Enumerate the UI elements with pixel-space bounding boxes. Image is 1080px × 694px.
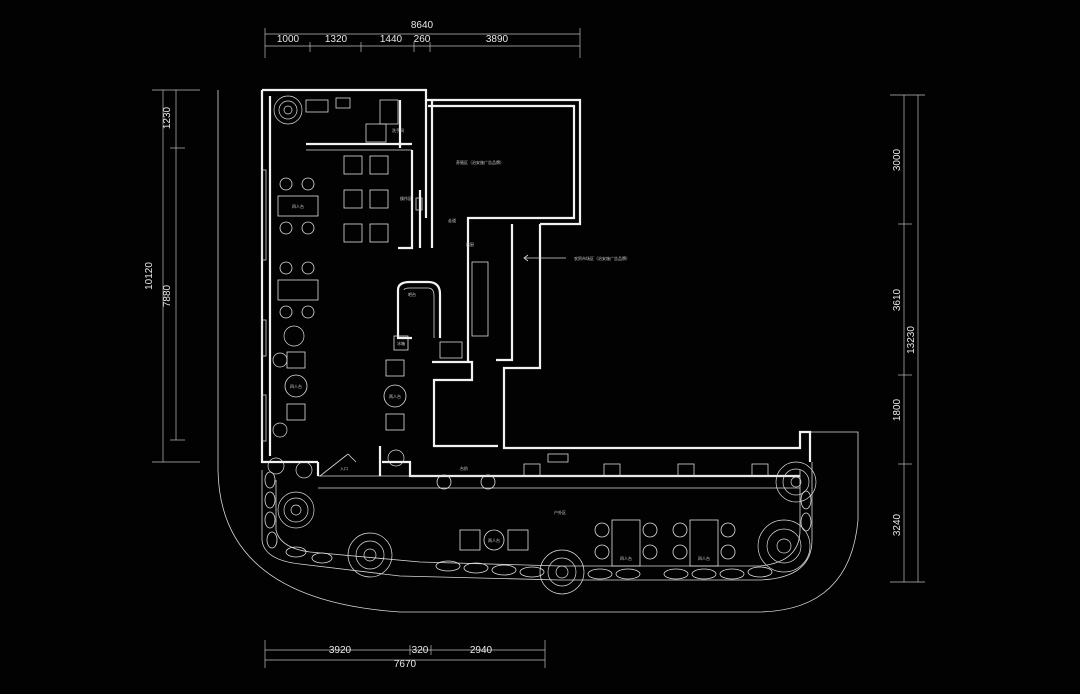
label-fridge: 冰箱 <box>397 340 405 346</box>
dim-top-seg-2: 1320 <box>325 34 348 45</box>
label-plaza: 户外区 <box>554 509 566 515</box>
dim-right-seg-2: 3610 <box>892 288 903 311</box>
label-bar: 吧台 <box>408 291 416 297</box>
label-neighbor-b: 农贸市场区（治安施广告品牌） <box>574 255 630 261</box>
tree-planter-1 <box>277 491 315 529</box>
four-seat-table-1: 四人台 <box>277 177 319 235</box>
top-dimension-chain: 8640 1000 1320 1440 260 3890 <box>264 20 581 58</box>
bar-side-seating: 冰箱 两人台 <box>383 335 409 431</box>
two-seat-table-left: 四人台 <box>284 351 308 421</box>
label-outdoor-four-2: 四人台 <box>698 555 710 561</box>
dim-top-seg-1: 1000 <box>277 34 300 45</box>
dim-right-seg-3: 1800 <box>892 398 903 421</box>
outdoor-two-seat: 两人台 <box>459 529 529 551</box>
right-dimension-chain: 3000 3610 1800 3240 13230 <box>890 94 925 583</box>
dim-right-seg-4: 3240 <box>892 513 903 536</box>
label-four-seat-1: 四人台 <box>292 203 304 209</box>
facade-columns <box>523 453 769 477</box>
dim-bottom-seg-2: 320 <box>412 645 429 656</box>
tree-planter-5 <box>775 461 817 503</box>
label-back-kitchen: 后厨 <box>466 241 474 247</box>
label-steps: 台阶 <box>460 465 468 471</box>
label-four-seat-2: 四人台 <box>290 383 302 389</box>
dim-bottom-seg-1: 3920 <box>329 645 352 656</box>
dim-right-seg-1: 3000 <box>892 148 903 171</box>
left-windows <box>261 169 267 442</box>
tree-top-left <box>273 95 303 125</box>
dim-top-seg-4: 260 <box>414 34 431 45</box>
tree-planter-4 <box>757 519 811 573</box>
dim-left-upper: 1230 <box>162 106 173 129</box>
label-neighbor-a: 养殖区（治安施广告品牌） <box>456 159 504 165</box>
label-outdoor-two-seat: 两人台 <box>488 537 500 543</box>
label-corridor: 走道 <box>448 217 456 223</box>
four-seat-table-2 <box>277 261 319 319</box>
dim-bottom-seg-3: 2940 <box>470 645 493 656</box>
center-chairs <box>343 155 389 243</box>
planter-bed <box>261 462 813 581</box>
building-walls <box>260 88 812 489</box>
dim-right-total: 13230 <box>906 326 917 354</box>
trees <box>267 95 817 595</box>
outdoor-four-seat-2: 四人台 <box>672 519 736 567</box>
service-rooms <box>305 97 423 211</box>
bottom-dimension-chain: 3920 320 2940 7670 <box>264 640 546 670</box>
site-boundary <box>217 90 859 613</box>
label-kitchen-hood: 操作区 <box>400 195 412 201</box>
label-wash: 洗手间 <box>392 127 404 133</box>
tree-planter-3 <box>539 549 585 595</box>
outdoor-four-seat-1: 四人台 <box>594 519 658 567</box>
tree-planter-2 <box>347 532 393 578</box>
dim-top-total: 8640 <box>411 20 434 31</box>
planter-shrub-left <box>267 325 405 479</box>
bollards <box>436 474 496 490</box>
left-seating: 四人台 四人台 <box>277 177 319 421</box>
label-two-seat-bar: 两人台 <box>389 393 401 399</box>
left-dimension-chain: 10120 1230 7880 <box>144 89 200 463</box>
dim-left-lower: 7880 <box>162 284 173 307</box>
label-outdoor-four-1: 四人台 <box>620 555 632 561</box>
leader-arrowhead <box>523 254 529 262</box>
dim-top-seg-3: 1440 <box>380 34 403 45</box>
dim-left-outer: 10120 <box>144 262 155 290</box>
label-entrance: 入口 <box>340 466 348 471</box>
outdoor-seating: 两人台 四人台 四人台 <box>459 519 736 567</box>
dim-top-seg-5: 3890 <box>486 34 509 45</box>
room-labels: 养殖区（治安施广告品牌） 农贸市场区（治安施广告品牌） 户外区 台阶 走道 洗手… <box>340 127 630 515</box>
dim-bottom-total: 7670 <box>394 659 417 670</box>
